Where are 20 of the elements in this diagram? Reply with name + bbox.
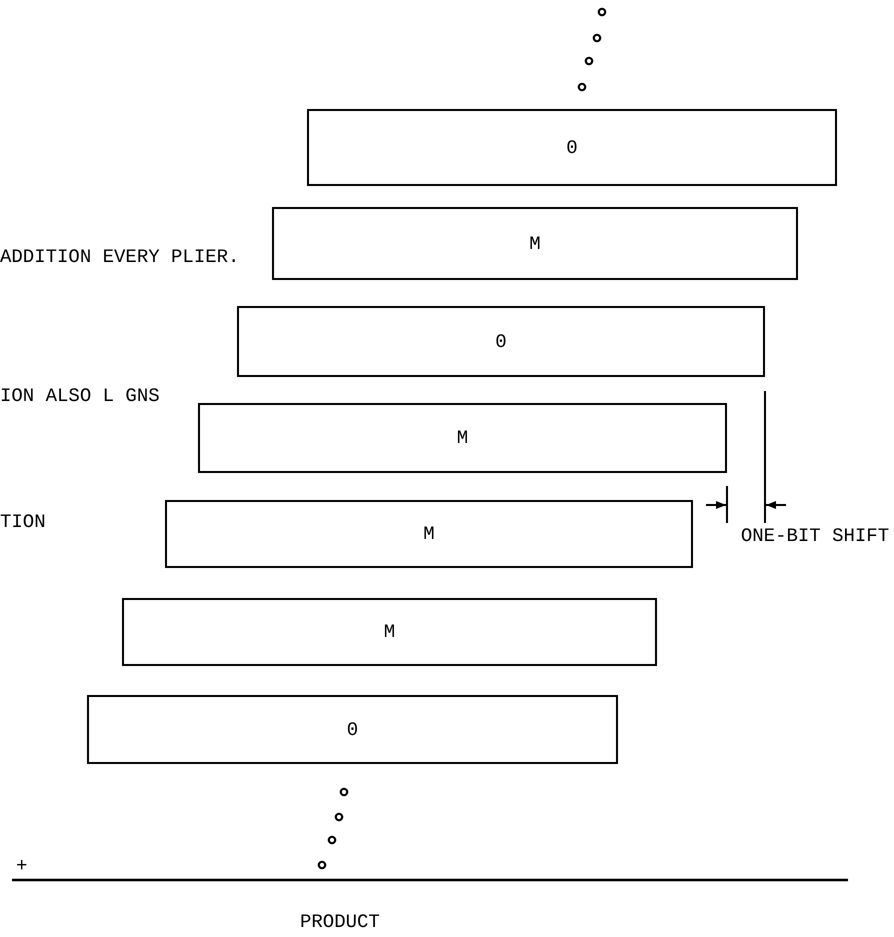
box-label: M	[529, 232, 541, 254]
box-label: 0	[495, 330, 507, 352]
box-label: M	[384, 621, 396, 643]
note-text: ADDITION EVERY PLIER.	[0, 245, 240, 270]
register-box	[165, 500, 693, 568]
register-box	[198, 403, 727, 473]
result-label: PRODUCT	[300, 910, 380, 935]
register-box	[272, 207, 798, 280]
plus-sign: +	[16, 854, 28, 879]
register-box	[307, 109, 837, 186]
box-label: 0	[566, 136, 578, 158]
box-label: M	[423, 523, 435, 545]
dimension-label: ONE-BIT SHIFT	[740, 524, 890, 549]
register-box	[87, 695, 618, 764]
register-box	[122, 598, 657, 666]
box-label: 0	[346, 718, 358, 740]
box-label: M	[456, 427, 468, 449]
note-text: ION ALSO L GNS	[0, 384, 160, 409]
register-box	[237, 306, 765, 377]
note-text: TION	[0, 510, 46, 535]
